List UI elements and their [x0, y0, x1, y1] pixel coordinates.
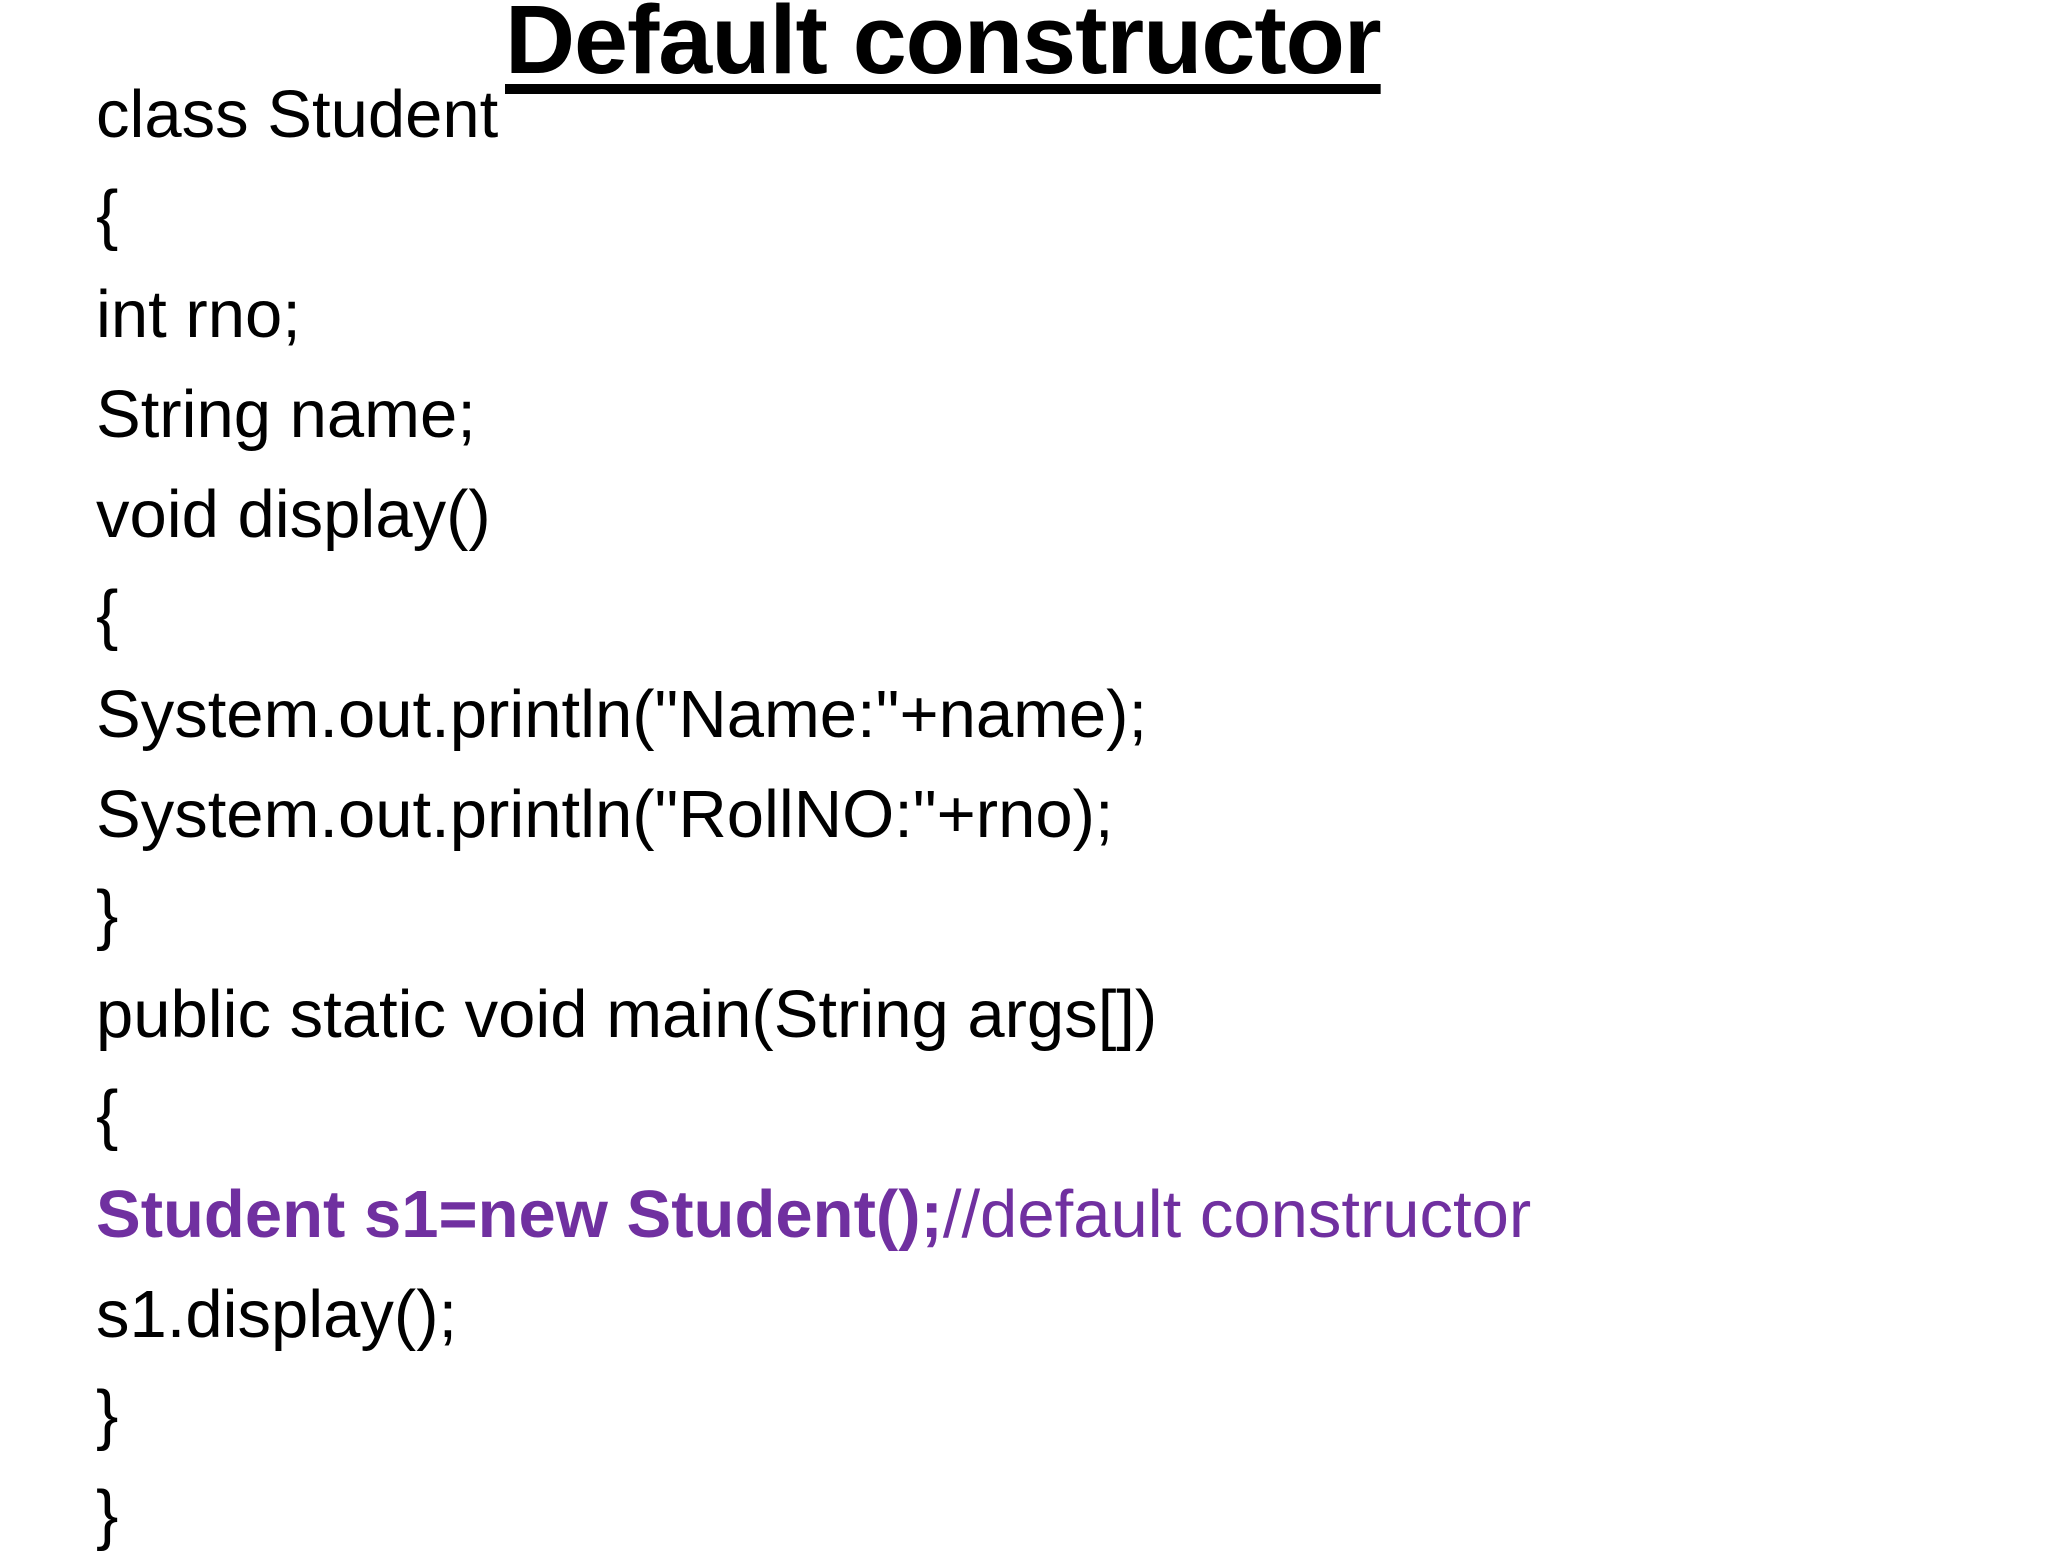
code-text: class Student — [96, 77, 499, 152]
highlighted-code-text: //default constructor — [942, 1177, 1532, 1252]
slide-title: Default constructor — [505, 0, 1382, 94]
code-line: int rno; — [96, 265, 1531, 365]
code-text: } — [96, 877, 119, 952]
code-line: System.out.println("RollNO:"+rno); — [96, 765, 1531, 865]
code-line: } — [96, 865, 1531, 965]
code-line: System.out.println("Name:"+name); — [96, 665, 1531, 765]
code-line: public static void main(String args[]) — [96, 965, 1531, 1065]
code-line: { — [96, 1065, 1531, 1165]
code-text: { — [96, 1077, 119, 1152]
code-block: class Student { int rno; String name; void d… — [96, 65, 1531, 1565]
code-line: void display() — [96, 465, 1531, 565]
code-text: s1.display(); — [96, 1277, 458, 1352]
code-text: } — [96, 1477, 119, 1552]
code-text: void display() — [96, 477, 491, 552]
code-line: Student s1=new Student();//default const… — [96, 1165, 1531, 1265]
code-text: { — [96, 577, 119, 652]
code-line: } — [96, 1365, 1531, 1465]
code-text: } — [96, 1377, 119, 1452]
code-line: { — [96, 165, 1531, 265]
code-line: class Student — [96, 65, 1531, 165]
code-text: System.out.println("RollNO:"+rno); — [96, 777, 1114, 852]
highlighted-code-text: Student s1=new Student(); — [96, 1177, 943, 1252]
code-text: System.out.println("Name:"+name); — [96, 677, 1148, 752]
code-text: { — [96, 177, 119, 252]
code-line: String name; — [96, 365, 1531, 465]
code-line: { — [96, 565, 1531, 665]
code-text: String name; — [96, 377, 476, 452]
code-text: int rno; — [96, 277, 301, 352]
code-line: } — [96, 1465, 1531, 1565]
code-line: s1.display(); — [96, 1265, 1531, 1365]
code-text: public static void main(String args[]) — [96, 977, 1158, 1052]
